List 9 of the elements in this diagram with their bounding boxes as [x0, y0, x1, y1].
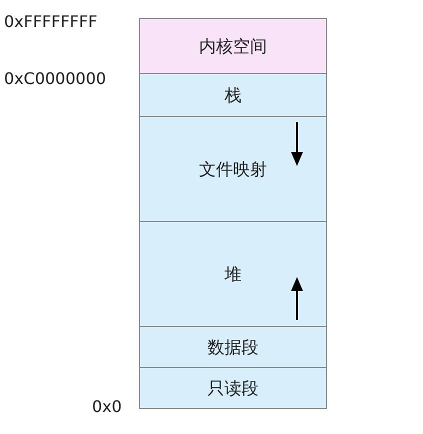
memory-segment: 堆: [139, 221, 327, 327]
memory-segment: 栈: [139, 73, 327, 117]
memory-segment: 内核空间: [139, 18, 327, 74]
memory-segment: 文件映射: [139, 116, 327, 222]
address-label: 0x0: [92, 397, 122, 416]
address-label: 0xFFFFFFFF: [4, 12, 98, 31]
memory-segment: 只读段: [139, 367, 327, 409]
address-label: 0xC0000000: [4, 69, 106, 88]
memory-segment: 数据段: [139, 326, 327, 368]
